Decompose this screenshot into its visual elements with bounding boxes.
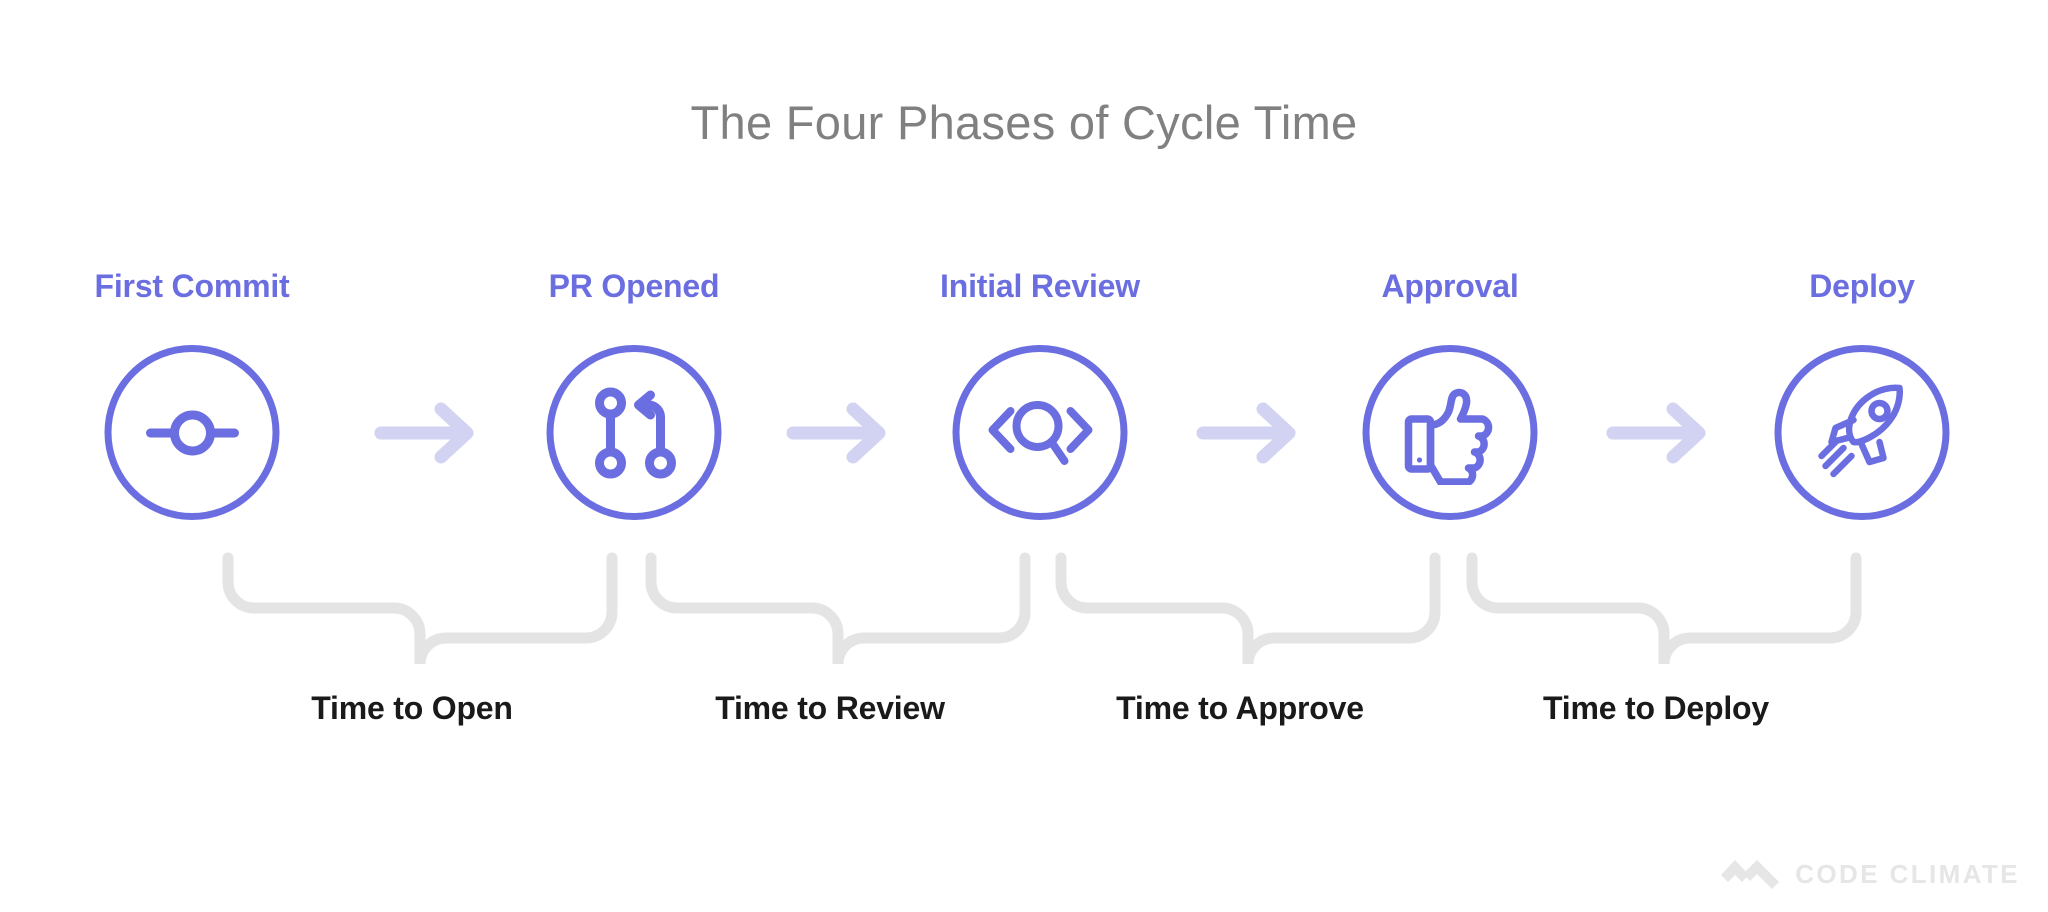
phase-node-initial-review[interactable] [952,345,1128,520]
phase-label-initial-review: Initial Review [940,268,1140,304]
code-climate-logo: CODE CLIMATE [1719,858,2020,890]
duration-brace-time-to-deploy [1466,552,1862,670]
phase-node-pr-opened[interactable] [546,345,722,520]
phase-label-approval: Approval [1381,268,1519,304]
phase-label-pr-opened: PR Opened [548,268,720,304]
page-title: The Four Phases of Cycle Time [690,96,1358,149]
node-ring [952,345,1128,520]
git-commit-icon [105,345,280,520]
arrow-right-icon-4 [1605,400,1715,466]
node-ring [1362,345,1538,520]
phase-node-first-commit[interactable] [104,345,280,520]
node-ring [546,345,722,520]
git-pull-request-icon [547,345,722,520]
duration-brace-time-to-review [645,552,1031,670]
duration-brace-time-to-open [222,552,618,670]
duration-label-time-to-review: Time to Review [715,690,945,726]
code-review-search-icon [953,345,1128,520]
duration-brace-time-to-approve [1055,552,1441,670]
node-ring [104,345,280,520]
rocket-icon [1775,345,1950,520]
phase-node-approval[interactable] [1362,345,1538,520]
duration-label-time-to-deploy: Time to Deploy [1543,690,1769,726]
duration-label-time-to-open: Time to Open [311,690,513,726]
thumbs-up-icon [1363,345,1538,520]
node-ring [1774,345,1950,520]
mountain-chevron-icon [1719,858,1781,890]
arrow-right-icon-1 [373,400,483,466]
phase-label-first-commit: First Commit [94,268,290,304]
arrow-right-icon-3 [1195,400,1305,466]
duration-label-time-to-approve: Time to Approve [1116,690,1364,726]
phase-label-deploy: Deploy [1809,268,1915,304]
code-climate-wordmark: CODE CLIMATE [1795,858,2020,889]
phase-node-deploy[interactable] [1774,345,1950,520]
arrow-right-icon-2 [785,400,895,466]
